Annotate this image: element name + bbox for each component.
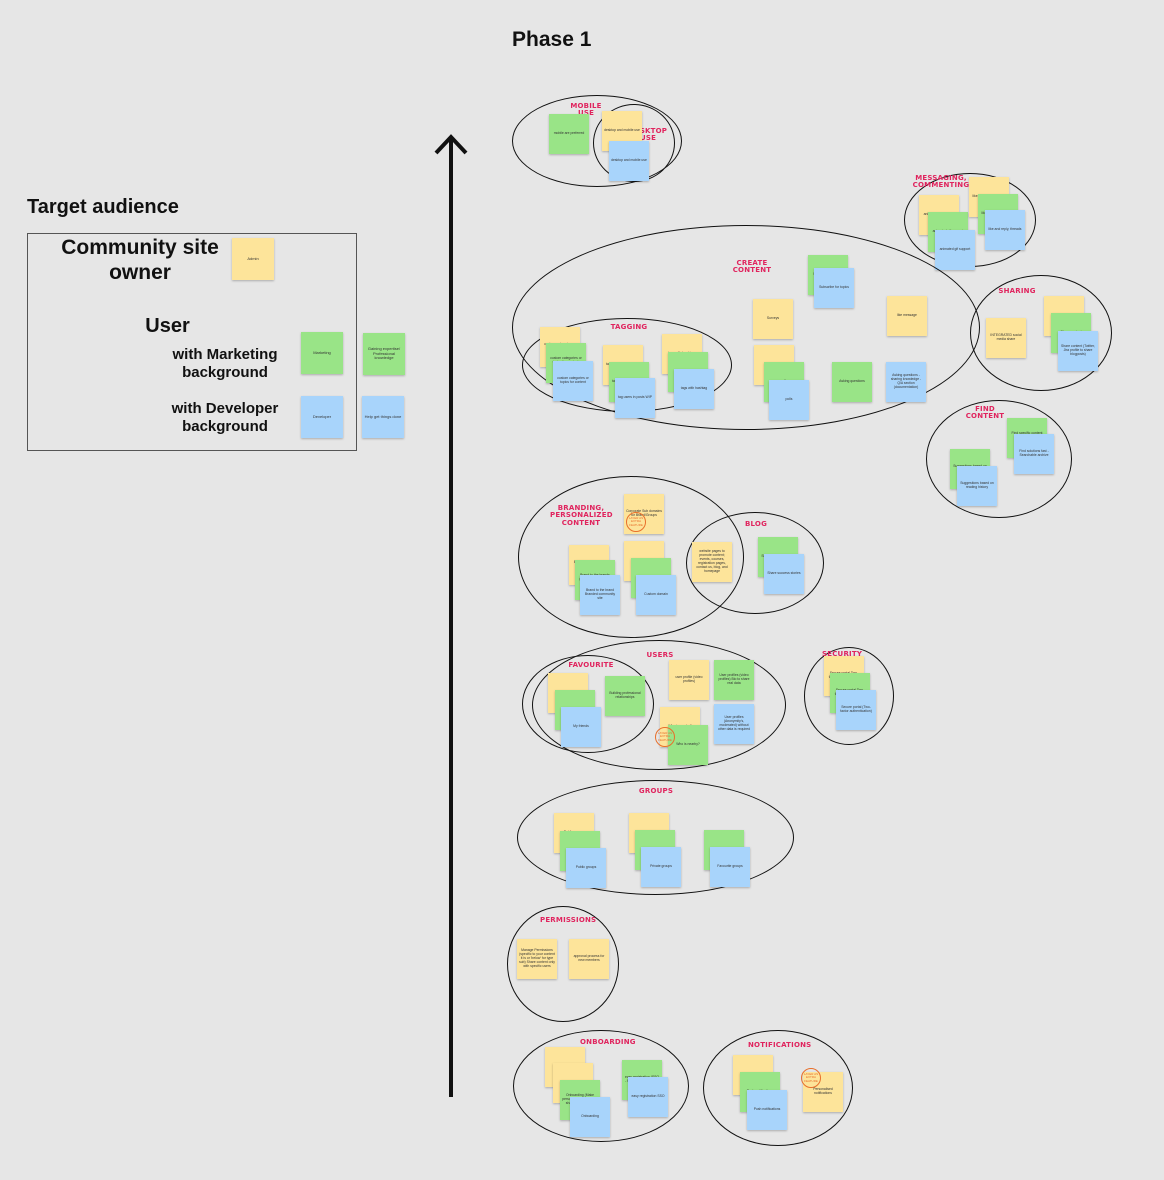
cluster-label: MOBILE USE — [570, 102, 602, 117]
extra-feature-stamp: LAYER AS EXTRA FEATURE — [655, 727, 675, 747]
sticky-note[interactable]: Find solutions fast - Searchable archive — [1014, 434, 1054, 474]
marketing-label: with Marketing background — [172, 346, 278, 381]
cluster-label: BRANDING, PERSONALIZED CONTENT — [550, 504, 613, 527]
cluster-favourite — [522, 655, 654, 753]
cluster-label: DESKTOP USE — [628, 127, 668, 143]
developer-sticky-note[interactable]: Developer — [301, 396, 343, 438]
sticky-note[interactable]: Share success stories — [764, 554, 804, 594]
sticky-note[interactable]: tag users in posts WIP — [615, 378, 655, 418]
cluster-label: GROUPS — [638, 787, 674, 795]
cluster-security — [804, 647, 894, 745]
sticky-note[interactable]: Subscribe for topics — [814, 268, 854, 308]
sticky-note[interactable]: Building professional relationships — [605, 676, 645, 716]
cluster-label: FIND CONTENT — [965, 405, 1005, 421]
sticky-note[interactable]: Asking questions — [832, 362, 872, 402]
cluster-label: USERS — [646, 651, 674, 659]
sticky-note[interactable]: animated gif support — [935, 230, 975, 270]
sticky-note[interactable]: Suggestions based on reading history — [957, 466, 997, 506]
developer-label: with Developer background — [171, 400, 279, 435]
marketing-sticky-note[interactable]: Gaining expertise/ Professional knowledg… — [363, 333, 405, 375]
sticky-note[interactable]: mobile are preferred — [549, 114, 589, 154]
sticky-note[interactable]: approval process for new members — [569, 939, 609, 979]
owner-sticky-note[interactable]: Admin — [232, 238, 274, 280]
sticky-note[interactable]: desktop and mobile use — [609, 141, 649, 181]
sticky-note[interactable]: user profile (video profiles) — [669, 660, 709, 700]
sticky-note[interactable]: Public groups — [566, 848, 606, 888]
sticky-note[interactable]: like message — [887, 296, 927, 336]
cluster-label: PERMISSIONS — [540, 916, 597, 924]
sticky-note[interactable]: Push notifications — [747, 1090, 787, 1130]
sticky-note[interactable]: tags with hashtag — [674, 369, 714, 409]
cluster-label: ONBOARDING — [580, 1038, 636, 1046]
sticky-note[interactable]: Who is nearby? — [668, 725, 708, 765]
cluster-label: NOTIFICATIONS — [748, 1041, 812, 1049]
extra-feature-stamp: LAYER AS EXTRA FEATURE — [626, 512, 646, 532]
sticky-note[interactable]: Manage Permissions (specific to your con… — [517, 939, 557, 979]
cluster-groups — [517, 780, 794, 895]
cluster-label: SHARING — [998, 287, 1036, 295]
cluster-permissions — [507, 906, 619, 1022]
sticky-note[interactable]: like and reply, threads — [985, 210, 1025, 250]
phase-title: Phase 1 — [512, 28, 592, 51]
sticky-note[interactable]: Custom domain — [636, 575, 676, 615]
cluster-label: SECURITY — [822, 650, 863, 658]
cluster-blog — [686, 512, 824, 614]
extra-feature-stamp: LAYER AS EXTRA FEATURE — [801, 1068, 821, 1088]
sticky-note[interactable]: User profiles (video profiles) Bio to sh… — [714, 660, 754, 700]
target-audience-title: Target audience — [27, 196, 179, 218]
cluster-find-content — [926, 400, 1072, 518]
sticky-note[interactable]: Brand to the brand Branded community sit… — [580, 575, 620, 615]
legend-box — [27, 233, 357, 451]
sticky-note[interactable]: Onboarding — [570, 1097, 610, 1137]
marketing-sticky-note[interactable]: Marketing — [301, 332, 343, 374]
developer-sticky-note[interactable]: Help get things done — [362, 396, 404, 438]
cluster-onboarding — [513, 1030, 689, 1142]
sticky-note[interactable]: Surveys — [753, 299, 793, 339]
sticky-note[interactable]: Private groups — [641, 847, 681, 887]
sticky-note[interactable]: Share content (Twitter, Jira profile to … — [1058, 331, 1098, 371]
cluster-label: CREATE CONTENT — [732, 259, 772, 275]
cluster-label: MESSAGING, COMMENTING — [912, 174, 970, 190]
sticky-note[interactable]: INTEGRATED social media share — [986, 318, 1026, 358]
cluster-label: FAVOURITE — [568, 661, 614, 669]
sticky-note[interactable]: Asking questions - sharing knowledge - Q… — [886, 362, 926, 402]
sticky-note[interactable]: Secure portal (Two-factor authentication… — [836, 690, 876, 730]
owner-label: Community site owner — [61, 236, 219, 285]
sticky-note[interactable]: Favourite groups — [710, 847, 750, 887]
cluster-notifications — [703, 1030, 853, 1146]
sticky-note[interactable]: custom categories or topics for content — [553, 361, 593, 401]
sticky-note[interactable]: easy registration SSO — [628, 1077, 668, 1117]
user-label: User — [145, 315, 190, 337]
cluster-sharing — [970, 275, 1112, 391]
sticky-note[interactable]: User profiles (Anonymity's, moderated) w… — [714, 704, 754, 744]
cluster-mobile-use — [512, 95, 682, 187]
sticky-note[interactable]: polls — [769, 380, 809, 420]
sticky-note[interactable]: website pages to promote content; events… — [692, 542, 732, 582]
cluster-label: BLOG — [744, 520, 768, 528]
cluster-desktop-use — [593, 104, 675, 182]
sticky-note[interactable]: My friends — [561, 707, 601, 747]
cluster-label: TAGGING — [610, 323, 648, 331]
